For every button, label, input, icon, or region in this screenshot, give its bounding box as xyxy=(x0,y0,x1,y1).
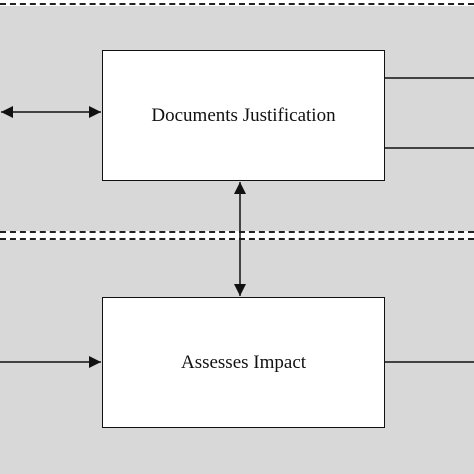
node-documents-justification[interactable]: Documents Justification xyxy=(102,50,385,181)
node-label: Assesses Impact xyxy=(180,351,307,373)
node-assesses-impact[interactable]: Assesses Impact xyxy=(102,297,385,428)
lane-separator-top xyxy=(0,3,474,5)
lane-separator-middle-upper xyxy=(0,231,474,233)
node-label: Documents Justification xyxy=(151,104,336,126)
